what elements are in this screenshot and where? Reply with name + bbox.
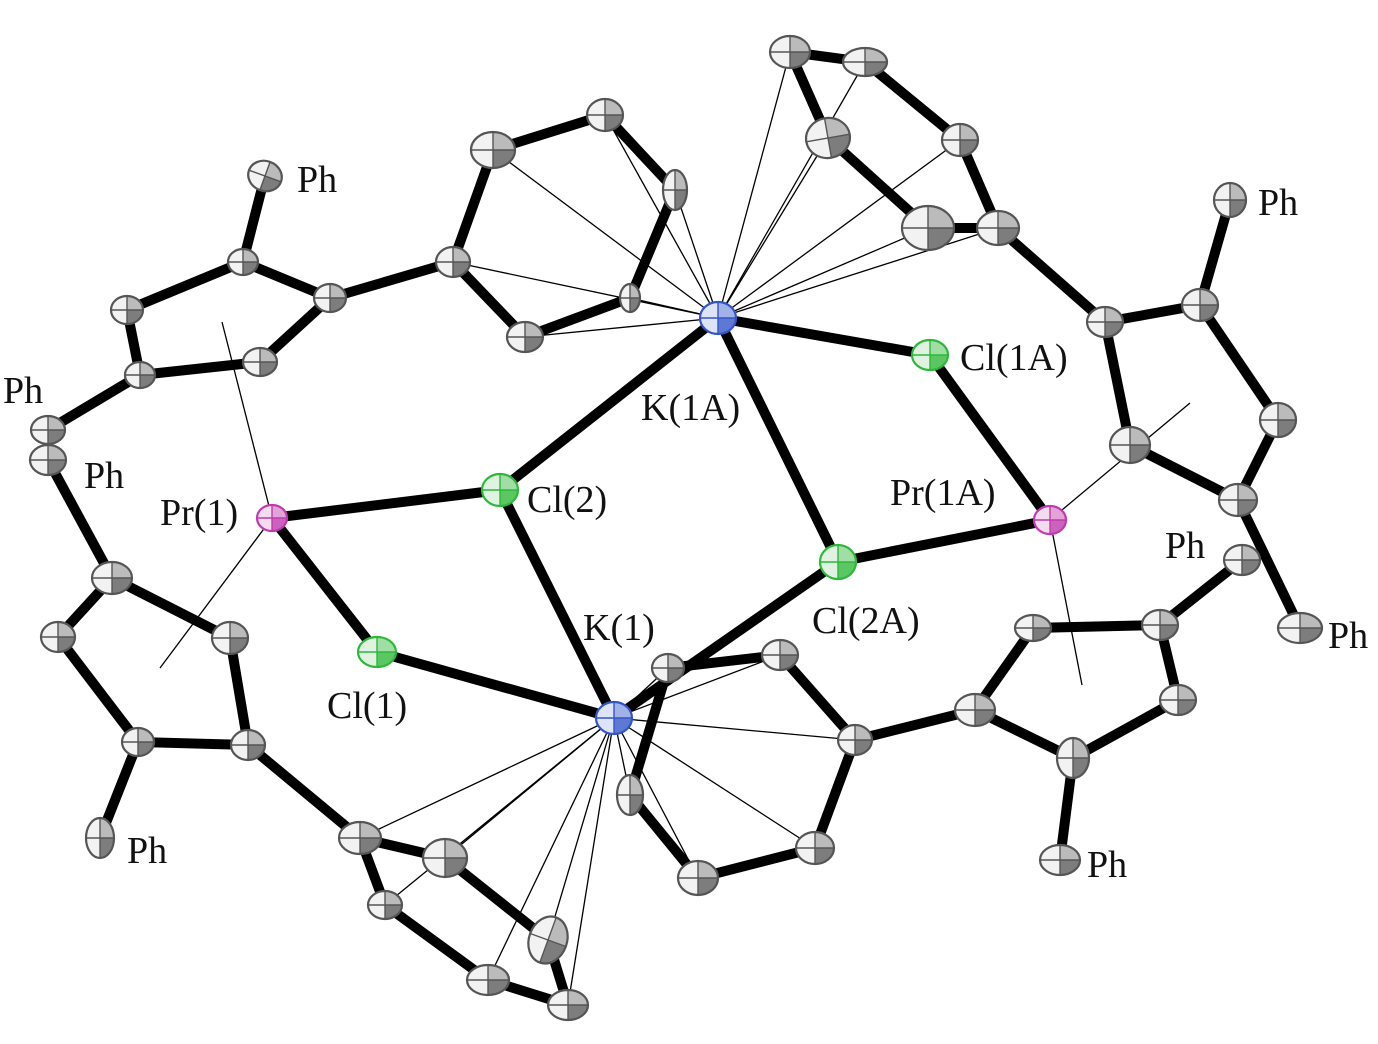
atom-c-23 [421, 837, 469, 879]
atom-c-46 [1038, 843, 1082, 877]
atoms [28, 34, 1324, 1022]
atom-c-34 [1180, 287, 1220, 323]
atom-c-2 [226, 247, 260, 277]
atom-c-18 [120, 726, 156, 758]
atom-c-52 [794, 830, 836, 866]
label-pr1: Pr(1) [160, 492, 238, 534]
atom-c-4 [241, 346, 279, 378]
atom-c-6 [109, 294, 145, 326]
label-k1a: K(1A) [641, 387, 740, 429]
atom-c-1 [247, 159, 283, 193]
atom-c-11 [585, 97, 625, 133]
label-ph-5: Ph [1258, 182, 1298, 224]
label-ph-6: Ph [1165, 525, 1205, 567]
label-cl2a: Cl(2A) [812, 600, 920, 642]
atom-c-35 [1258, 401, 1298, 439]
atom-c-47 [836, 723, 874, 757]
atom-c-40 [1276, 611, 1324, 645]
atom-c-41 [953, 692, 997, 728]
label-cl2: Cl(2) [527, 479, 607, 521]
label-ph-3: Ph [84, 455, 124, 497]
atom-c-27 [768, 34, 812, 70]
label-ph-2: Ph [3, 370, 43, 412]
atom-c-48 [760, 638, 800, 672]
atom-c-12 [661, 168, 689, 212]
atom-c-15 [90, 560, 134, 596]
atom-k-55 [698, 300, 738, 336]
atom-c-33 [1085, 305, 1125, 339]
atom-c-19 [39, 620, 77, 654]
atom-c-32 [975, 209, 1021, 247]
atom-c-8 [28, 443, 68, 477]
atom-c-3 [312, 282, 348, 314]
atom-c-51 [676, 859, 720, 897]
atom-c-29 [804, 116, 852, 160]
atom-c-13 [618, 282, 642, 314]
atom-pr-54 [1032, 504, 1068, 536]
k-carbon-contacts [159, 51, 1191, 1006]
atom-cl-58 [480, 472, 520, 508]
atom-c-38 [1212, 181, 1248, 219]
label-ph-7: Ph [1328, 615, 1368, 657]
atom-c-7 [29, 414, 67, 446]
atom-c-16 [210, 620, 250, 656]
atom-c-10 [469, 130, 517, 170]
label-cl1: Cl(1) [327, 685, 407, 727]
atom-c-42 [1013, 613, 1053, 643]
atom-cl-60 [818, 543, 858, 581]
atom-c-44 [1158, 683, 1198, 717]
atom-k-56 [594, 700, 634, 736]
atom-c-30 [940, 122, 980, 158]
label-pr1a: Pr(1A) [890, 472, 996, 514]
label-ph-4: Ph [127, 830, 167, 872]
atom-c-28 [841, 46, 889, 78]
atom-c-9 [434, 245, 472, 279]
label-cl1a: Cl(1A) [960, 337, 1068, 379]
atom-c-50 [615, 773, 645, 817]
atom-c-31 [900, 204, 956, 252]
atom-labels: Pr(1) Pr(1A) K(1) K(1A) Cl(1) Cl(2) Cl(1… [3, 159, 1368, 886]
atom-c-25 [546, 988, 590, 1022]
atom-c-39 [1222, 543, 1262, 577]
atom-c-49 [650, 652, 686, 684]
atom-c-43 [1140, 608, 1180, 642]
atom-pr-53 [255, 503, 289, 533]
atom-c-36 [1217, 482, 1259, 518]
atom-c-22 [366, 889, 404, 921]
atom-c-26 [527, 915, 569, 965]
label-k1: K(1) [583, 607, 655, 649]
label-ph-1: Ph [297, 159, 337, 201]
atom-c-20 [84, 816, 116, 860]
atom-c-5 [123, 360, 157, 390]
atom-c-37 [1108, 425, 1152, 465]
atom-c-17 [229, 728, 267, 762]
atom-c-45 [1055, 736, 1091, 780]
label-ph-8: Ph [1087, 844, 1127, 886]
atom-c-14 [505, 320, 545, 354]
atom-c-24 [465, 963, 511, 997]
atom-cl-57 [356, 635, 398, 669]
atom-c-21 [337, 820, 383, 856]
atom-cl-59 [910, 338, 950, 372]
